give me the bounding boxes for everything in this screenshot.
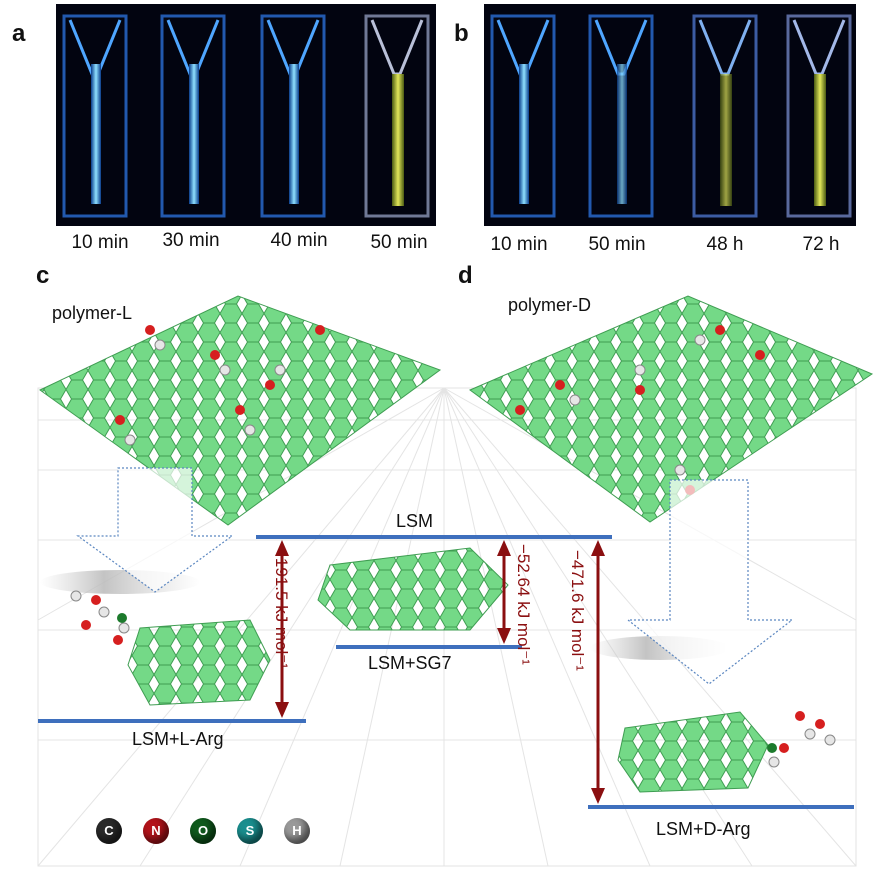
panel-c-letter: c [36,262,50,289]
caption-a4: 50 min [370,232,428,253]
caption-a1: 10 min [71,232,129,253]
legend-atom-s: S [237,818,263,844]
cuvette-a1 [62,14,128,218]
caption-a2: 30 min [162,230,220,251]
legend-atom-o: O [190,818,216,844]
down-arrow-left [76,467,234,593]
cuvette-b4 [786,14,852,218]
energy-label-d-arg: −471.6 kJ mol⁻¹ [568,550,587,671]
lsm-l-arg-cluster [70,590,271,706]
energy-label-sg7: −52.64 kJ mol⁻¹ [514,544,533,665]
cuvette-b2 [588,14,654,218]
legend-atom-h: H [284,818,310,844]
energy-arrow-d-arg [591,540,605,804]
legend-atom-c: C [96,818,122,844]
cuvette-a2 [160,14,226,218]
lsm-sg7-cluster [317,547,509,631]
cuvettes-a [62,14,430,218]
caption-b1: 10 min [490,234,548,255]
cuvette-b3 [692,14,758,218]
panel-a-photo [56,4,436,226]
panel-b-photo [484,4,856,226]
polymer-l-label: polymer-L [52,303,133,323]
cuvette-a3 [260,14,326,218]
panel-d-letter: d [458,262,473,289]
level-label-lsm-sg7: LSM+SG7 [368,653,452,673]
panel-a-letter: a [12,20,26,47]
polymer-d-label: polymer-D [508,295,592,315]
energy-label-l-arg: −191.5 kJ mol⁻¹ [272,548,291,669]
cuvette-b1 [490,14,556,218]
panel-b-letter: b [454,20,469,47]
level-label-lsm: LSM [396,511,434,531]
caption-b3: 48 h [706,234,744,255]
caption-b2: 50 min [588,234,646,255]
level-label-lsm-d-arg: LSM+D-Arg [656,819,751,839]
lsm-d-arg-cluster [617,711,836,793]
cuvette-a4 [364,14,430,218]
energy-arrow-sg7 [497,540,511,644]
level-label-lsm-l-arg: LSM+L-Arg [132,729,224,749]
energy-arrow-l-arg [275,540,289,718]
caption-a3: 40 min [270,230,328,251]
caption-b4: 72 h [802,234,840,255]
down-arrow-right [626,479,794,685]
cuvettes-b [490,14,852,218]
legend-atom-n: N [143,818,169,844]
